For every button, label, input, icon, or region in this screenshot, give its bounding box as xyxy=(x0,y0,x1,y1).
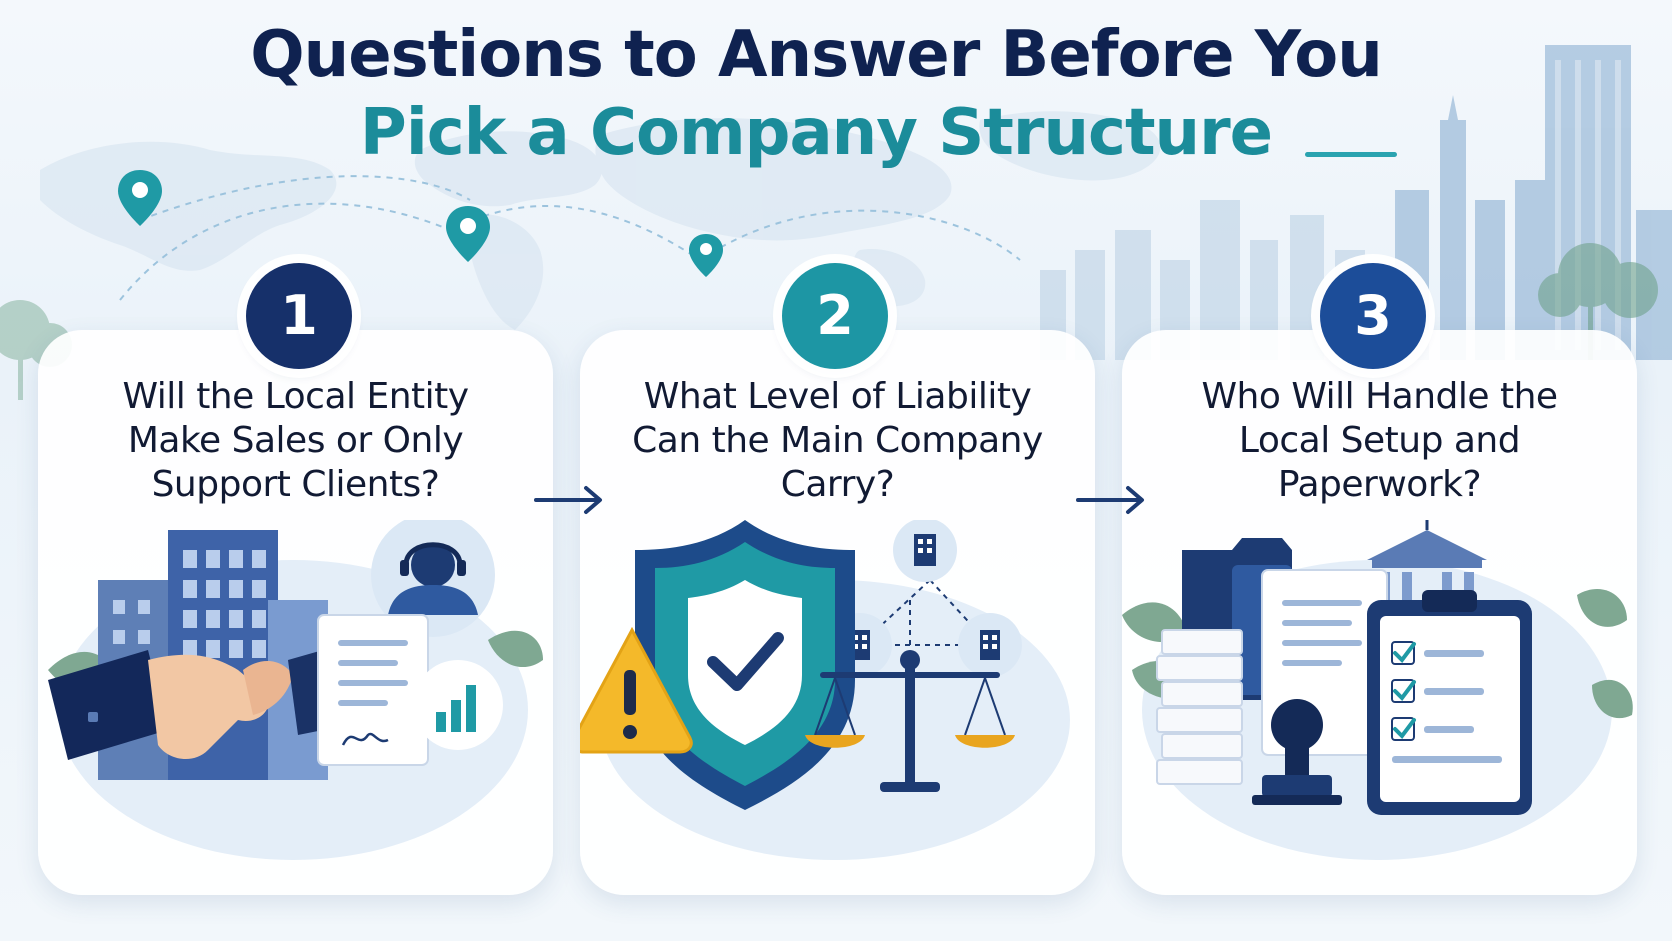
location-pin-icon xyxy=(118,170,723,277)
signed-contract-icon xyxy=(317,614,429,766)
step-number-badge-3: 3 xyxy=(1320,263,1426,369)
step-question-1: Will the Local Entity Make Sales or Only… xyxy=(122,376,469,505)
support-agent-headset-icon xyxy=(371,520,495,637)
warning-triangle-icon xyxy=(580,626,693,754)
world-map-icon xyxy=(40,111,1161,390)
step-number-badge-1: 1 xyxy=(246,263,352,369)
page-title: Questions to Answer Before You Pick a Co… xyxy=(0,20,1672,168)
step-number-badge-2: 2 xyxy=(782,263,888,369)
step-illustration-3 xyxy=(1122,520,1633,860)
balance-scale-icon xyxy=(805,650,1015,792)
bar-chart-icon xyxy=(413,660,503,750)
arrow-right-icon xyxy=(534,486,602,514)
route-lines xyxy=(119,175,1021,301)
step-question-2: What Level of Liability Can the Main Com… xyxy=(632,376,1043,505)
step-illustration-1 xyxy=(48,520,543,860)
step-question-3: Who Will Handle the Local Setup and Pape… xyxy=(1201,376,1558,505)
rubber-stamp-icon xyxy=(1252,699,1342,805)
title-line-2: Pick a Company Structure xyxy=(359,96,1273,170)
arrow-right-icon xyxy=(1076,486,1144,514)
step-illustration-2 xyxy=(580,520,1070,860)
paper-stack-icon xyxy=(1156,569,1388,785)
title-line-1: Questions to Answer Before You xyxy=(250,18,1383,92)
title-accent-line xyxy=(1305,152,1397,157)
checklist-clipboard-icon xyxy=(1367,590,1532,815)
